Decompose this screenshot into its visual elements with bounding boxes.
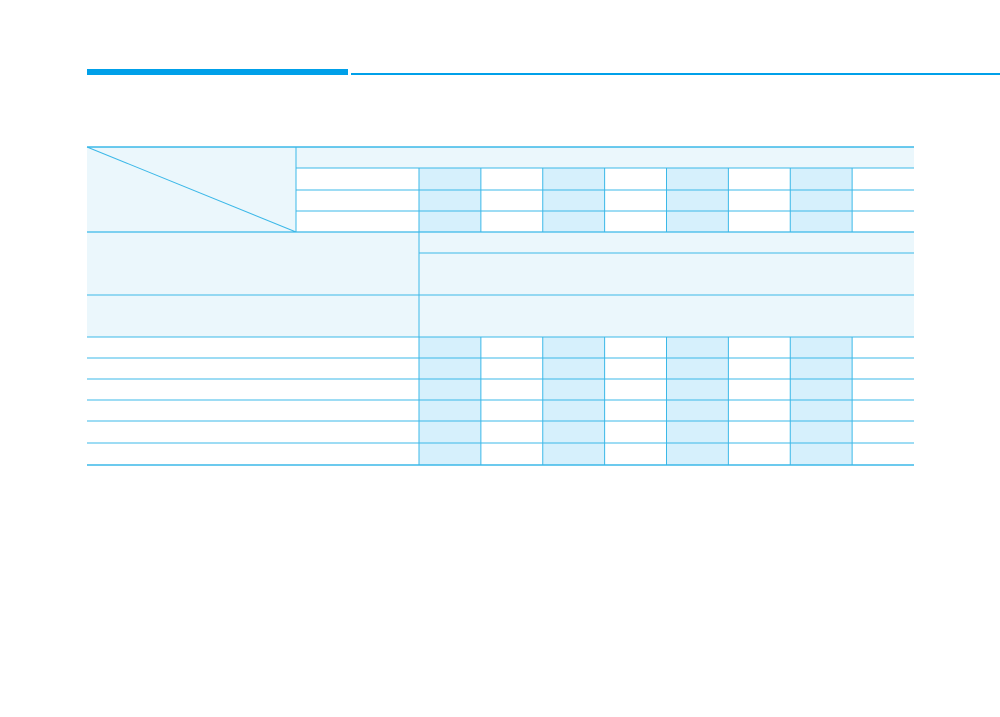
body-value-cell	[604, 421, 667, 443]
body-span-cell	[419, 295, 914, 337]
body-label-cell	[87, 337, 419, 358]
header-sublabel-cell	[296, 211, 419, 232]
body-label-cell	[87, 379, 419, 400]
body-span-cell	[419, 232, 914, 253]
body-value-cell	[666, 400, 729, 421]
header-value-cell	[480, 211, 543, 232]
header-value-cell	[419, 168, 481, 190]
header-rule-line	[351, 73, 1000, 75]
body-value-cell	[852, 421, 914, 443]
header-span-cell	[296, 147, 914, 168]
corner-diagonal	[86, 146, 297, 233]
body-value-cell	[480, 421, 543, 443]
body-value-cell	[542, 358, 605, 379]
body-value-cell	[790, 379, 853, 400]
body-span-cell	[419, 253, 914, 295]
body-value-cell	[790, 337, 853, 358]
body-value-cell	[480, 443, 543, 465]
body-value-cell	[419, 443, 481, 465]
header-value-cell	[728, 168, 791, 190]
body-value-cell	[666, 337, 729, 358]
header-value-cell	[419, 190, 481, 211]
body-value-cell	[419, 379, 481, 400]
body-value-cell	[852, 337, 914, 358]
header-value-cell	[542, 211, 605, 232]
body-value-cell	[604, 379, 667, 400]
body-value-cell	[542, 379, 605, 400]
header-value-cell	[852, 211, 914, 232]
header-value-cell	[790, 168, 853, 190]
header-value-cell	[480, 168, 543, 190]
body-value-cell	[728, 337, 791, 358]
body-value-cell	[480, 337, 543, 358]
body-value-cell	[852, 400, 914, 421]
body-value-cell	[480, 400, 543, 421]
header-value-cell	[666, 190, 729, 211]
body-value-cell	[728, 379, 791, 400]
body-value-cell	[604, 443, 667, 465]
body-value-cell	[419, 400, 481, 421]
body-value-cell	[666, 443, 729, 465]
body-value-cell	[604, 337, 667, 358]
header-value-cell	[790, 211, 853, 232]
header-sublabel-cell	[296, 168, 419, 190]
body-value-cell	[728, 443, 791, 465]
body-value-cell	[604, 400, 667, 421]
body-label-cell	[87, 443, 419, 465]
header-value-cell	[852, 190, 914, 211]
header-value-cell	[604, 211, 667, 232]
header-value-cell	[419, 211, 481, 232]
body-value-cell	[542, 400, 605, 421]
body-value-cell	[604, 358, 667, 379]
body-value-cell	[852, 358, 914, 379]
header-value-cell	[604, 168, 667, 190]
header-value-cell	[542, 168, 605, 190]
body-value-cell	[542, 337, 605, 358]
body-value-cell	[728, 358, 791, 379]
body-value-cell	[790, 400, 853, 421]
body-label-cell	[87, 358, 419, 379]
body-value-cell	[419, 337, 481, 358]
body-value-cell	[666, 358, 729, 379]
body-value-cell	[542, 443, 605, 465]
body-value-cell	[790, 443, 853, 465]
body-value-cell	[419, 358, 481, 379]
header-value-cell	[790, 190, 853, 211]
body-value-cell	[480, 379, 543, 400]
body-value-cell	[728, 421, 791, 443]
table-grid-lines	[86, 146, 914, 466]
table-cells	[87, 147, 914, 465]
header-value-cell	[542, 190, 605, 211]
header-value-cell	[728, 211, 791, 232]
header-accent-bar	[87, 69, 348, 75]
body-value-cell	[666, 379, 729, 400]
body-value-cell	[852, 443, 914, 465]
body-value-cell	[852, 379, 914, 400]
header-value-cell	[666, 168, 729, 190]
header-value-cell	[604, 190, 667, 211]
body-value-cell	[542, 421, 605, 443]
header-value-cell	[852, 168, 914, 190]
body-value-cell	[790, 358, 853, 379]
body-label-cell	[87, 400, 419, 421]
header-sublabel-cell	[296, 190, 419, 211]
body-value-cell	[666, 421, 729, 443]
body-value-cell	[728, 400, 791, 421]
body-value-cell	[480, 358, 543, 379]
header-value-cell	[728, 190, 791, 211]
body-value-cell	[419, 421, 481, 443]
body-label-block	[87, 232, 419, 337]
header-value-cell	[666, 211, 729, 232]
body-label-cell	[87, 421, 419, 443]
header-value-cell	[480, 190, 543, 211]
body-value-cell	[790, 421, 853, 443]
